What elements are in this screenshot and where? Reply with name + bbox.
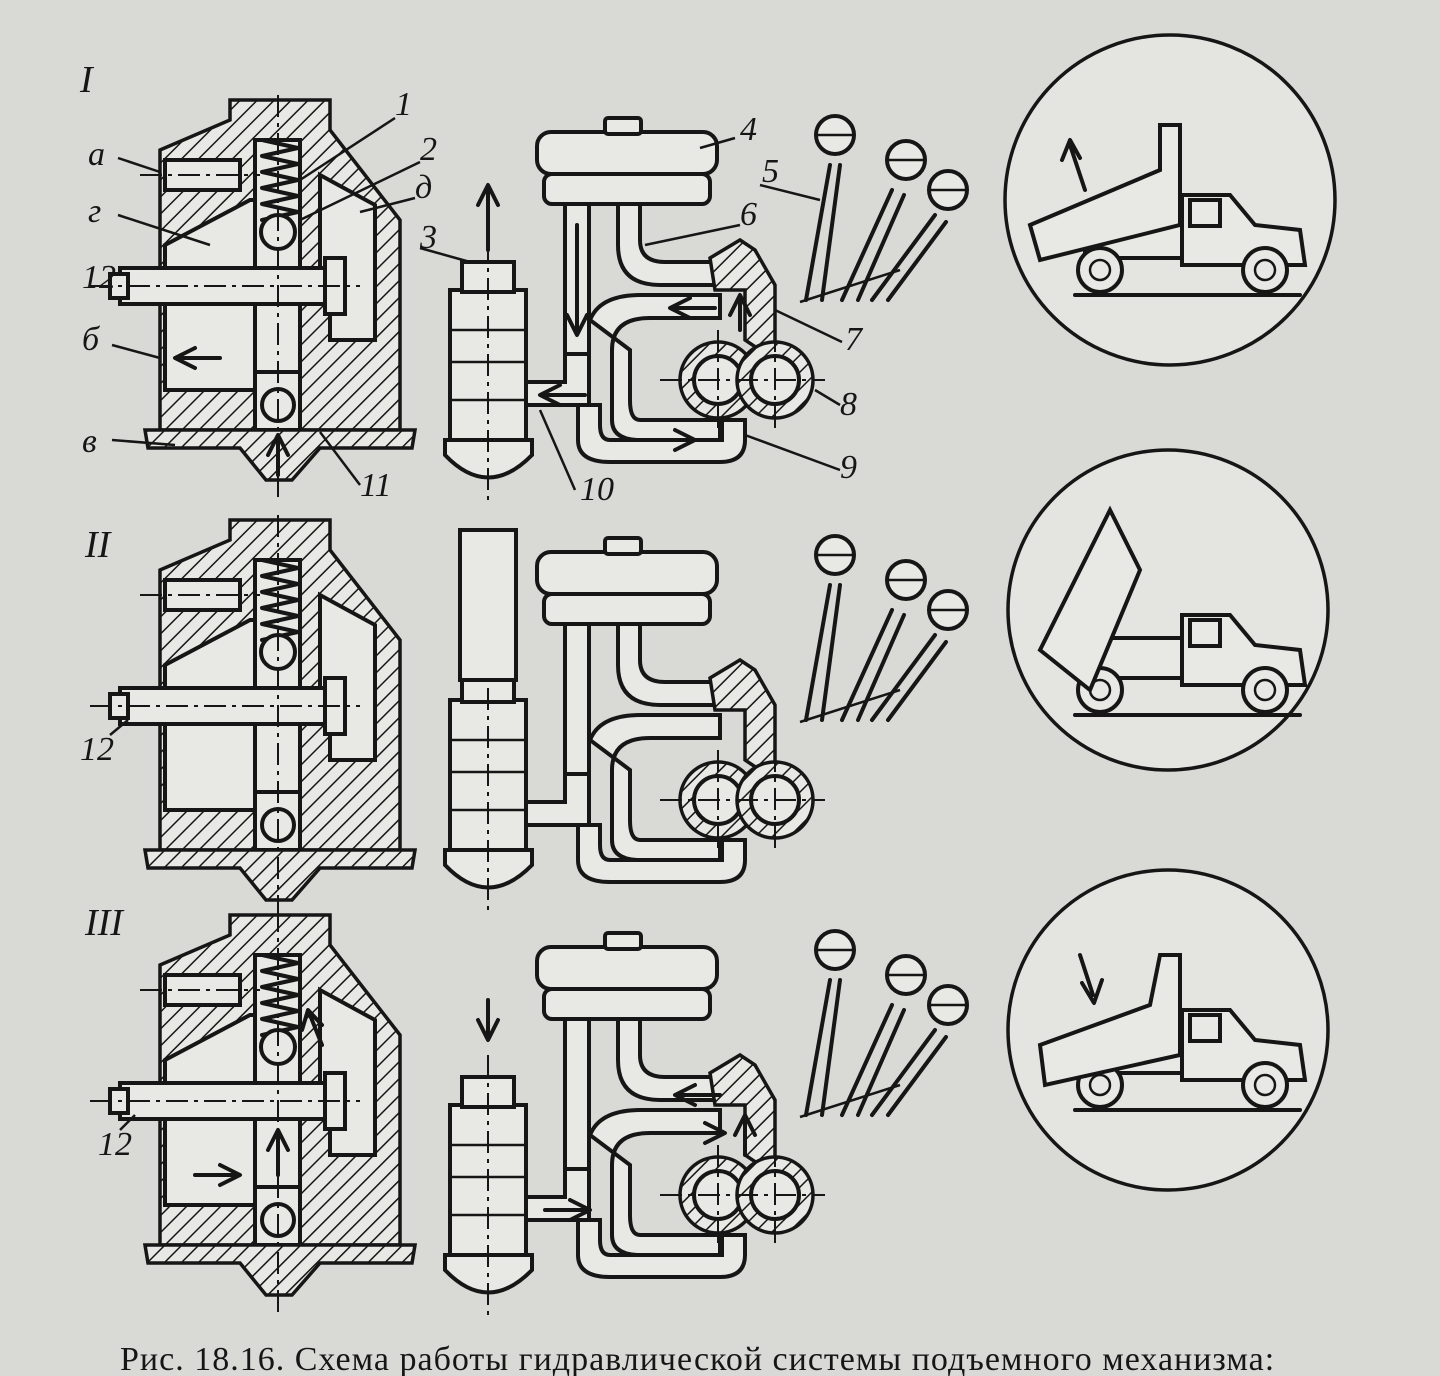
row-2-cylinder <box>443 648 534 912</box>
row-2-truck-body <box>1037 505 1143 694</box>
label-10: 10 <box>580 471 614 508</box>
label-2: 2 <box>420 131 437 168</box>
label-12-row2: 12 <box>80 731 114 768</box>
row-2-cylinder-rod <box>458 528 518 682</box>
label-11: 11 <box>360 467 391 504</box>
label-g: г <box>88 193 101 230</box>
figure-caption: Рис. 18.16. Схема работы гидравлической … <box>120 1341 1275 1376</box>
row-1-valve <box>88 93 417 502</box>
row-1-roman: I <box>79 59 95 101</box>
row-2-valve <box>88 513 417 922</box>
row-1-pump <box>524 116 827 464</box>
row-2-levers <box>798 534 969 724</box>
label-a: а <box>88 136 105 173</box>
label-3: 3 <box>419 219 437 256</box>
row-3-pump <box>524 931 827 1279</box>
row-2-roman: II <box>84 524 113 566</box>
row-1-levers <box>798 114 969 304</box>
label-8: 8 <box>840 386 857 423</box>
label-9: 9 <box>840 449 857 486</box>
label-4: 4 <box>740 111 757 148</box>
row-3-truck-body <box>1037 953 1182 1088</box>
label-1: 1 <box>395 86 412 123</box>
row-3: III 12 <box>84 868 1330 1317</box>
row-2-pump <box>524 536 827 884</box>
label-b: б <box>82 321 101 358</box>
row-3-valve <box>88 908 417 1317</box>
row-1-cylinder <box>443 238 534 502</box>
label-5: 5 <box>762 153 779 190</box>
row-2-truck-circle <box>1006 448 1330 772</box>
row-3-roman: III <box>84 902 125 944</box>
label-v: в <box>82 423 97 460</box>
row-2: II 12 <box>80 448 1330 922</box>
label-7: 7 <box>845 321 864 358</box>
row-3-cylinder <box>443 1053 534 1317</box>
row-1: I а г 12 б в 1 2 д 3 4 5 6 7 8 9 10 <box>79 33 1337 508</box>
label-12-row3: 12 <box>98 1126 132 1163</box>
label-12-row1: 12 <box>82 259 116 296</box>
label-6: 6 <box>740 196 757 233</box>
row-1-truck-body <box>1027 123 1182 263</box>
row-3-levers <box>798 929 969 1119</box>
label-d: д <box>415 169 432 206</box>
